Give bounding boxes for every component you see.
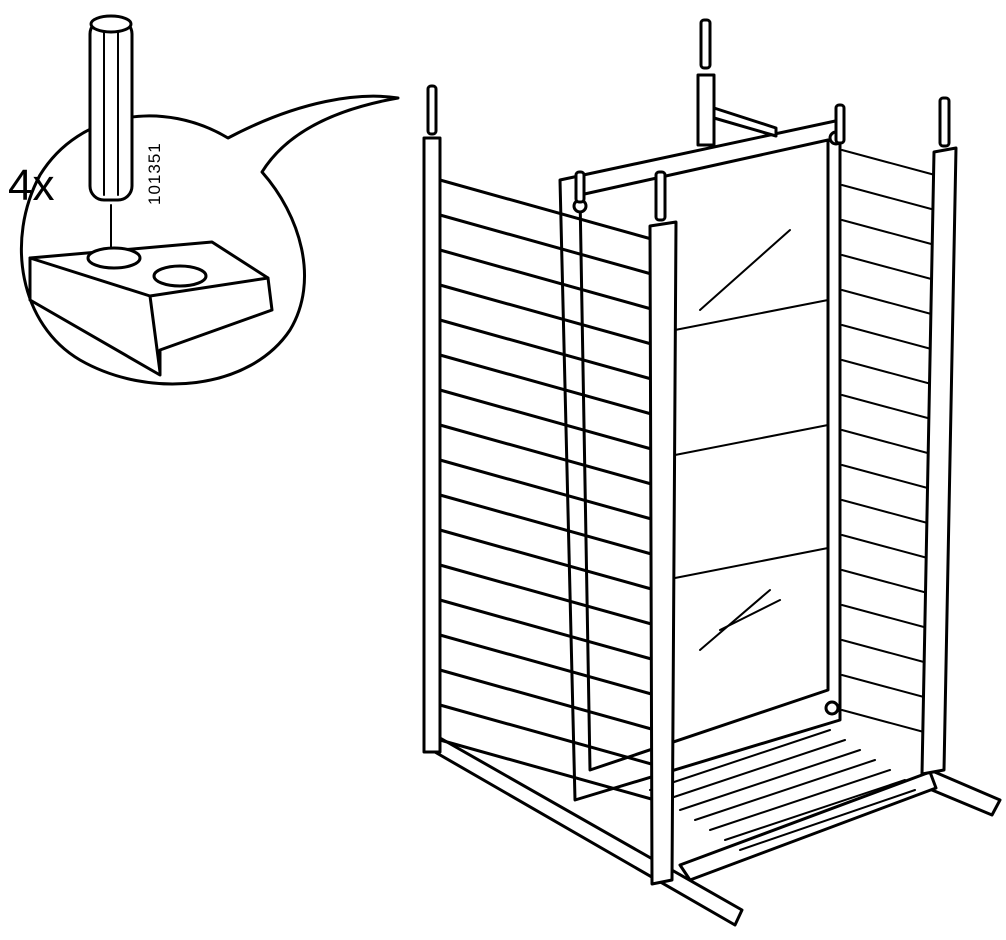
left-front-post xyxy=(648,220,678,886)
dowel-right xyxy=(938,96,951,148)
part-number-label: 101351 xyxy=(145,142,164,205)
callout-bubble xyxy=(19,94,400,386)
wooden-dowel-icon xyxy=(88,14,134,251)
right-front-post xyxy=(920,146,958,776)
dowel-front xyxy=(654,170,667,222)
crib-frame xyxy=(422,18,1002,927)
left-rear-post xyxy=(422,136,442,754)
dowel-rear xyxy=(699,18,712,70)
back-panel xyxy=(558,118,844,802)
dowel-back-right xyxy=(834,103,846,145)
left-side-panel xyxy=(422,84,678,886)
board-with-holes-icon xyxy=(28,240,274,377)
right-side-panel xyxy=(834,96,958,776)
base-slats xyxy=(649,729,916,851)
rear-post xyxy=(696,18,778,147)
quantity-label: 4x xyxy=(8,161,54,210)
dowel-back-left xyxy=(574,170,586,204)
detail-callout: 4x 101351 xyxy=(8,14,400,386)
dowel-left xyxy=(426,84,438,136)
